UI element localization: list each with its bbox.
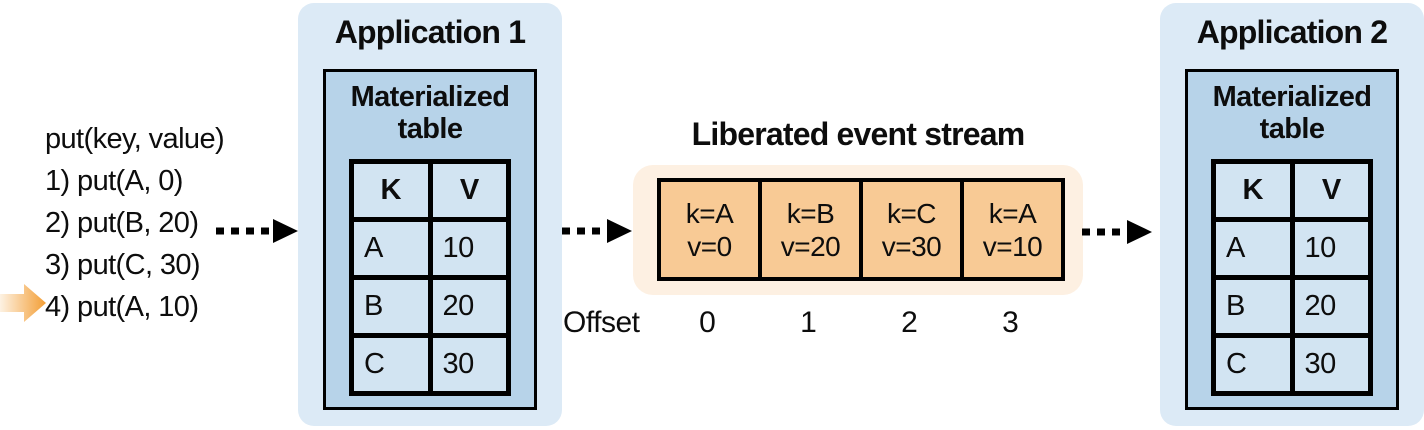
table-cell-value: 30 [1289, 333, 1373, 396]
table-cell-key: A [349, 217, 433, 280]
event-key: k=C [886, 197, 937, 229]
event-cell-3: k=A v=10 [960, 178, 1065, 281]
header-cell-v: V [1289, 159, 1373, 222]
event-value: v=30 [881, 230, 942, 262]
flow-arrow-icon [215, 218, 299, 249]
put-operations-list: put(key, value) 1) put(A, 0) 2) put(B, 2… [45, 118, 225, 328]
offset-values: 0 1 2 3 [657, 306, 1061, 340]
table-header-row: K V [349, 159, 511, 222]
event-value: v=10 [982, 230, 1043, 262]
event-stream-box: k=A v=0 k=B v=20 k=C v=30 k=A v=10 [633, 165, 1083, 295]
ops-item-2: 2) put(B, 20) [45, 207, 199, 239]
offset-3: 3 [1002, 306, 1019, 339]
header-cell-k: K [349, 159, 433, 222]
highlight-arrow-icon [0, 283, 47, 328]
offset-1: 1 [800, 306, 817, 339]
table-header-row: K V [1211, 159, 1373, 222]
ops-item-1: 1) put(A, 0) [45, 165, 183, 197]
materialized-table-panel-1: Materialized table K V A 10 B 20 C 30 [323, 69, 537, 410]
ops-item-4: 4) put(A, 10) [45, 291, 199, 323]
table-row: C 30 [349, 333, 511, 396]
kv-table-1: K V A 10 B 20 C 30 [349, 159, 511, 396]
table-cell-value: 10 [427, 217, 511, 280]
materialized-table-title-1: Materialized table [350, 81, 510, 145]
table-cell-key: C [1211, 333, 1295, 396]
table-row: B 20 [1211, 275, 1373, 338]
offset-label: Offset [563, 306, 640, 339]
header-cell-k: K [1211, 159, 1295, 222]
table-cell-key: A [1211, 217, 1295, 280]
flow-arrow-icon [1081, 219, 1153, 250]
event-cell-1: k=B v=20 [758, 178, 863, 281]
event-cell-2: k=C v=30 [859, 178, 964, 281]
materialized-table-panel-2: Materialized table K V A 10 B 20 C 30 [1185, 69, 1399, 410]
event-key: k=A [685, 197, 734, 229]
application-2-box: Application 2 Materialized table K V A 1… [1160, 3, 1424, 426]
table-row: B 20 [349, 275, 511, 338]
table-cell-value: 10 [1289, 217, 1373, 280]
offset-2: 2 [901, 306, 918, 339]
application-2-title: Application 2 [1196, 14, 1388, 50]
event-value: v=20 [780, 230, 841, 262]
event-stream-title: Liberated event stream [691, 116, 1026, 152]
table-row: A 10 [1211, 217, 1373, 280]
table-cell-key: B [1211, 275, 1295, 338]
application-1-title: Application 1 [334, 14, 526, 50]
application-1-box: Application 1 Materialized table K V A 1… [298, 3, 562, 426]
ops-item-3: 3) put(C, 30) [45, 249, 201, 281]
table-cell-value: 20 [1289, 275, 1373, 338]
table-cell-key: C [349, 333, 433, 396]
offset-0: 0 [699, 306, 716, 339]
event-cell-0: k=A v=0 [657, 178, 762, 281]
header-cell-v: V [427, 159, 511, 222]
table-row: C 30 [1211, 333, 1373, 396]
event-key: k=A [988, 197, 1037, 229]
event-cells: k=A v=0 k=B v=20 k=C v=30 k=A v=10 [657, 178, 1065, 281]
table-cell-key: B [349, 275, 433, 338]
table-row: A 10 [349, 217, 511, 280]
materialized-table-title-2: Materialized table [1212, 81, 1372, 145]
table-cell-value: 20 [427, 275, 511, 338]
table-cell-value: 30 [427, 333, 511, 396]
event-value: v=0 [687, 230, 732, 262]
ops-header: put(key, value) [45, 123, 225, 155]
flow-arrow-icon [561, 218, 633, 249]
event-key: k=B [786, 197, 835, 229]
kv-table-2: K V A 10 B 20 C 30 [1211, 159, 1373, 396]
